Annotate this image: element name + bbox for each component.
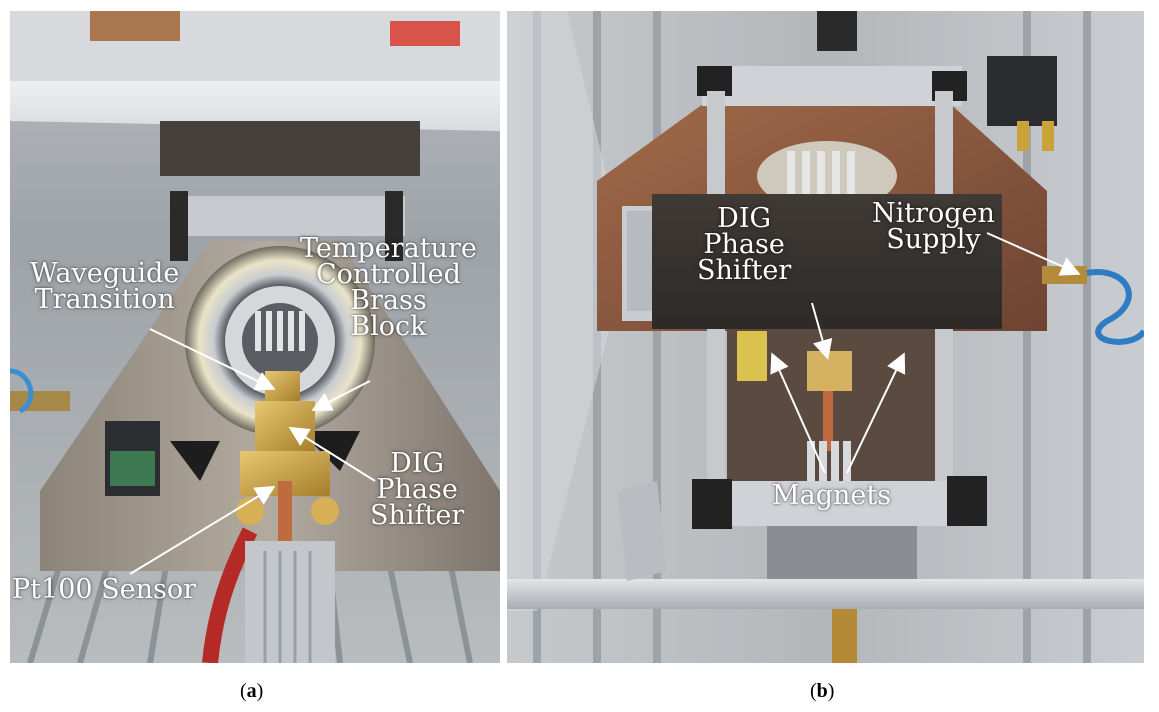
label-magnets: Magnets bbox=[772, 480, 892, 511]
label-nitrogen-supply: Nitrogen Supply bbox=[872, 198, 995, 255]
label-dig-phase-shifter-a: DIG Phase Shifter bbox=[370, 448, 465, 531]
photo-panel-b: DIG Phase Shifter Nitrogen Supply Magnet… bbox=[507, 11, 1144, 663]
label-dig-phase-shifter-b: DIG Phase Shifter bbox=[697, 203, 792, 286]
photo-panel-a: Waveguide Transition Temperature Control… bbox=[10, 11, 500, 663]
photo-lab-setup-b bbox=[507, 11, 1144, 663]
label-waveguide-transition: Waveguide Transition bbox=[30, 258, 180, 315]
label-pt100-sensor: Pt100 Sensor bbox=[12, 574, 197, 605]
label-temperature-brass-block: Temperature Controlled Brass Block bbox=[300, 233, 477, 342]
caption-a: (a) bbox=[240, 680, 264, 702]
caption-b: (b) bbox=[810, 680, 835, 702]
